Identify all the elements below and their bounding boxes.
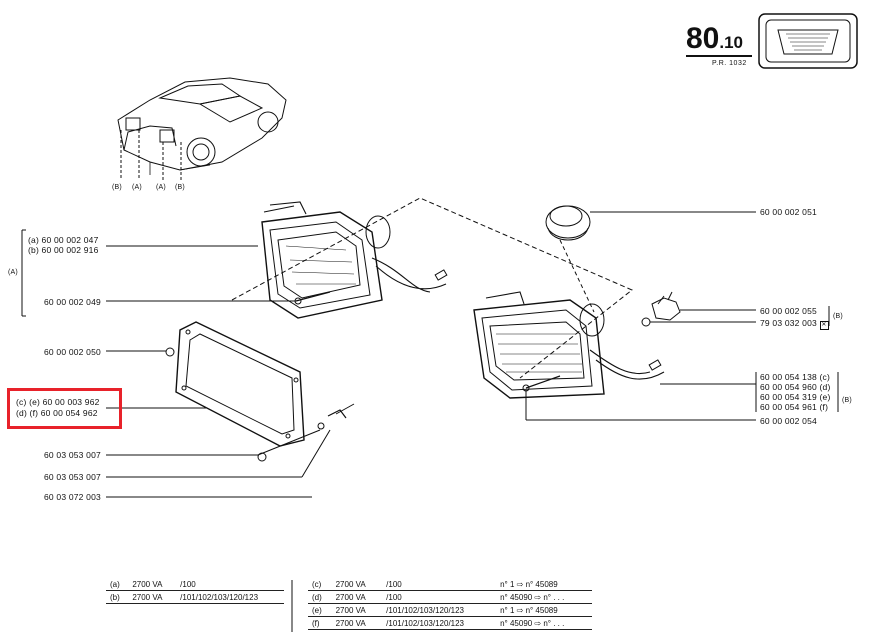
legend-range: n° 45090 ⇨ n° . . . (496, 590, 592, 604)
legend-variants: /100 (382, 590, 497, 604)
pr-code: P.R. 1032 (712, 60, 747, 67)
legend-variants: /100 (382, 578, 497, 591)
part-headlamp-b: (b) 60 00 002 916 (28, 245, 99, 255)
legend-model: 2700 VA (128, 590, 177, 604)
car-tag-b1: (B) (112, 184, 122, 191)
part-lamp-c: 60 00 054 138 (c) (760, 372, 831, 382)
part-screw-049: 60 00 002 049 (44, 297, 101, 307)
part-frame-c: (c) (e) 60 00 003 962 (16, 397, 100, 407)
selection-highlight (7, 388, 122, 429)
legend-table-left: (a) 2700 VA /100 (b) 2700 VA /101/102/10… (106, 578, 284, 604)
legend-row: (e) 2700 VA /101/102/103/120/123 n° 1 ⇨ … (308, 603, 592, 617)
headlamp-frame (175, 321, 305, 447)
car-tag-a2: (A) (156, 184, 166, 191)
legend-row: (a) 2700 VA /100 (106, 578, 284, 591)
legend-model: 2700 VA (331, 578, 383, 591)
lamp-holder-icon (651, 291, 681, 321)
cross-box-icon: ✕ (819, 321, 829, 330)
legend-range: n° 45090 ⇨ n° . . . (496, 616, 592, 630)
legend-range: n° 1 ⇨ n° 45089 (496, 603, 592, 617)
legend-row: (b) 2700 VA /101/102/103/120/123 (106, 590, 284, 604)
part-screw-054: 60 00 002 054 (760, 416, 817, 426)
headlamp-thumbnail-icon (758, 13, 858, 69)
car-illustration (117, 77, 287, 180)
legend-key: (f) (308, 616, 332, 630)
legend-key: (e) (308, 603, 332, 617)
group-label-a: (A) (8, 269, 18, 276)
legend-key: (b) (106, 590, 129, 604)
part-nut-050: 60 00 002 050 (44, 347, 101, 357)
part-bulb-cap: 60 00 002 051 (760, 207, 817, 217)
legend-key: (d) (308, 590, 332, 604)
legend-table-right: (c) 2700 VA /100 n° 1 ⇨ n° 45089 (d) 270… (308, 578, 592, 630)
legend-key: (a) (106, 578, 129, 591)
page-number-sub: .10 (719, 33, 744, 52)
legend-row: (d) 2700 VA /100 n° 45090 ⇨ n° . . . (308, 590, 592, 604)
part-3007-a: 60 03 053 007 (44, 450, 101, 460)
bulb-cap (545, 205, 591, 241)
part-2003: 60 03 072 003 (44, 492, 101, 502)
legend-model: 2700 VA (331, 603, 383, 617)
part-lamp-f: 60 00 054 961 (f) (760, 402, 829, 412)
part-lamp-d: 60 00 054 960 (d) (760, 382, 831, 392)
car-tag-a1: (A) (132, 184, 142, 191)
part-holder-alt-text: 79 03 032 003 (760, 318, 817, 328)
legend-key: (c) (308, 578, 332, 591)
legend-model: 2700 VA (331, 616, 383, 630)
legend-variants: /100 (176, 578, 284, 591)
legend-variants: /101/102/103/120/123 (382, 616, 497, 630)
legend-model: 2700 VA (128, 578, 177, 591)
legend-variants: /101/102/103/120/123 (176, 590, 284, 604)
part-lamp-holder: 60 00 002 055 (760, 306, 817, 316)
group-label-b-top: (B) (833, 313, 843, 320)
legend-range: n° 1 ⇨ n° 45089 (496, 578, 592, 591)
part-frame-d: (d) (f) 60 00 054 962 (16, 408, 98, 418)
headlamp-left (261, 201, 448, 319)
legend-model: 2700 VA (331, 590, 383, 604)
legend-row: (c) 2700 VA /100 n° 1 ⇨ n° 45089 (308, 578, 592, 591)
part-lamp-e: 60 00 054 319 (e) (760, 392, 831, 402)
page-number-main: 80 (686, 22, 720, 55)
group-label-b-bottom: (B) (842, 397, 852, 404)
headlamp-right (473, 291, 665, 399)
legend-row: (f) 2700 VA /101/102/103/120/123 n° 4509… (308, 616, 592, 630)
part-headlamp-a: (a) 60 00 002 047 (28, 235, 99, 245)
page-number: 80.10 (686, 24, 743, 54)
part-3007-b: 60 03 053 007 (44, 472, 101, 482)
legend-variants: /101/102/103/120/123 (382, 603, 497, 617)
part-holder-alt: 79 03 032 003 ✕ (760, 318, 829, 330)
car-tag-b2: (B) (175, 184, 185, 191)
